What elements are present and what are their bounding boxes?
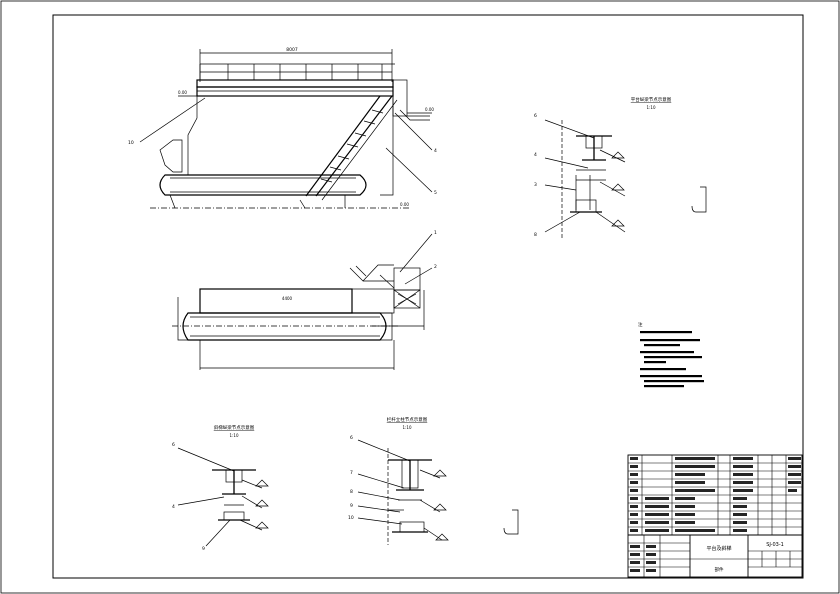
top-dimension-label: 8007	[286, 47, 298, 53]
section-detail-bottom-left	[177, 447, 269, 547]
callout-1: 1	[434, 230, 437, 236]
section-scale-bottom-left: 1:10	[230, 433, 239, 438]
drawing-subtitle: 部件	[715, 566, 724, 573]
right-level-label: 0.00	[425, 107, 434, 112]
callout-10: 10	[128, 140, 134, 146]
notes-title: 注	[638, 321, 643, 328]
sec1-callout-3: 3	[534, 182, 537, 188]
sec1-callout-8: 8	[534, 232, 537, 238]
section-scale-bottom-mid: 1:10	[403, 425, 412, 430]
elevation-view	[139, 49, 433, 209]
section-detail-bottom-mid	[357, 439, 519, 545]
notes-block: 注	[638, 321, 704, 388]
sec2-callout-9: 9	[202, 546, 205, 552]
callout-4: 4	[434, 148, 437, 154]
sec3-callout-7: 7	[350, 470, 353, 476]
plan-view	[172, 233, 433, 370]
section-scale-top-right: 1:10	[647, 105, 656, 110]
callout-5: 5	[434, 190, 437, 196]
plan-dimension-label: 4400	[282, 296, 293, 301]
callout-2: 2	[434, 264, 437, 270]
drawing-number: SJ-03-1	[766, 542, 784, 548]
section-detail-top-right	[544, 119, 707, 240]
sec2-callout-4: 4	[172, 504, 175, 510]
sec3-callout-10: 10	[348, 515, 354, 521]
section-title-bottom-left: 斜梯纵梁节点示意图	[214, 424, 255, 431]
ground-level-label: 0.00	[400, 202, 409, 207]
drawing-title: 平台及斜梯	[706, 545, 731, 552]
section-title-bottom-mid: 栏杆立柱节点示意图	[387, 416, 428, 423]
section-title-top-right: 平台纵梁节点示意图	[631, 96, 672, 103]
left-level-label: 0.00	[178, 90, 187, 95]
sec3-callout-9: 9	[350, 503, 353, 509]
sec3-callout-6: 6	[350, 435, 353, 441]
sec3-callout-8: 8	[350, 489, 353, 495]
parts-list-entries	[630, 457, 801, 572]
title-block	[627, 454, 803, 578]
inner-frame	[52, 14, 804, 579]
sec1-callout-6: 6	[534, 113, 537, 119]
sec1-callout-4: 4	[534, 152, 537, 158]
sec2-callout-6: 6	[172, 442, 175, 448]
